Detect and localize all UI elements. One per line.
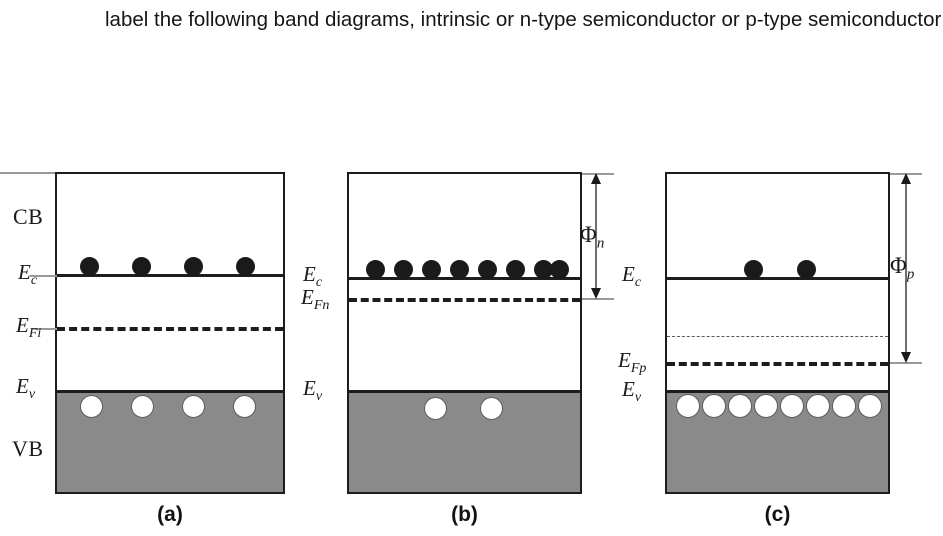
panel-b-valence-band-fill	[349, 391, 580, 492]
panel-c-efp-subscript: Fp	[630, 361, 647, 377]
electron-dot	[797, 260, 816, 279]
hole-circle	[702, 394, 726, 418]
panel-a-cb-label: CB	[13, 204, 44, 229]
hole-circle	[806, 394, 830, 418]
hole-circle	[233, 395, 256, 418]
hole-circle	[131, 395, 154, 418]
panel-a-ec-label: Ec	[18, 260, 37, 289]
panel-c-ec-symbol: E	[622, 262, 635, 286]
hole-circle	[480, 397, 503, 420]
panel-b-ev-symbol: E	[303, 376, 316, 400]
panel-a-efi-level-line	[57, 327, 283, 331]
electron-dot	[534, 260, 553, 279]
panel-b-phi-subscript: n	[596, 235, 605, 252]
panel-a-efi-tick	[33, 328, 57, 330]
panel-a-ec-symbol: E	[18, 260, 31, 284]
panel-b-ec-subscript: c	[315, 275, 323, 291]
hole-circle	[832, 394, 856, 418]
panel-a-ev-subscript: v	[28, 387, 36, 403]
hole-circle	[182, 395, 205, 418]
panel-b-efn-label: EFn	[301, 285, 329, 314]
panel-b-caption: (b)	[451, 503, 478, 526]
panel-a-top-guide-line	[0, 172, 58, 174]
panel-a-ec-level-line	[55, 274, 285, 277]
electron-dot	[394, 260, 413, 279]
electron-dot	[132, 257, 151, 276]
panel-b-phi-bottom-guide	[582, 298, 614, 300]
panel-b-ev-level-line	[347, 390, 582, 393]
panel-c-ev-level-line	[665, 390, 890, 393]
panel-a-efi-subscript: Fi	[28, 326, 42, 342]
panel-c-phi-label: Φp	[890, 253, 914, 284]
panel-b-efn-subscript: Fn	[313, 298, 330, 314]
panel-c-efp-label: EFp	[618, 348, 646, 377]
electron-dot	[184, 257, 203, 276]
panel-b-phi-arrow	[588, 173, 604, 299]
panel-c-ev-label: Ev	[622, 377, 641, 406]
panel-a-efi-symbol: E	[16, 313, 29, 337]
panel-b-efn-symbol: E	[301, 285, 314, 309]
panel-c-intrinsic-level-line	[667, 336, 888, 337]
panel-c-efp-symbol: E	[618, 348, 631, 372]
panel-b-ec-symbol: E	[303, 262, 316, 286]
panel-a-ec-subscript: c	[30, 273, 38, 289]
panel-a-ev-level-line	[55, 390, 285, 393]
panel-c-phi-symbol: Φ	[890, 253, 907, 278]
electron-dot	[80, 257, 99, 276]
panel-a-caption: (a)	[157, 503, 183, 526]
panel-b-ec-label: Ec	[303, 262, 322, 291]
hole-circle	[754, 394, 778, 418]
panel-b-ev-subscript: v	[315, 389, 323, 405]
hole-circle	[858, 394, 882, 418]
panel-c-phi-subscript: p	[906, 266, 915, 283]
panel-c-ec-subscript: c	[634, 275, 642, 291]
panel-a-ec-tick	[30, 275, 57, 277]
electron-dot	[478, 260, 497, 279]
electron-dot	[236, 257, 255, 276]
panel-c-phi-arrow	[898, 173, 914, 363]
panel-a-ev-label: Ev	[16, 374, 35, 403]
panel-c-ec-label: Ec	[622, 262, 641, 291]
panel-a-ev-symbol: E	[16, 374, 29, 398]
panel-b-phi-label: Φn	[580, 222, 604, 253]
panel-c-caption: (c)	[764, 503, 791, 526]
panel-b-ev-label: Ev	[303, 376, 322, 405]
electron-dot	[550, 260, 569, 279]
panel-b-phi-top-guide	[582, 173, 614, 175]
electron-dot	[366, 260, 385, 279]
panel-b-phi-symbol: Φ	[580, 222, 597, 247]
panel-c-ec-level-line	[665, 277, 890, 280]
electron-dot	[422, 260, 441, 279]
panel-a-vb-label: VB	[12, 436, 44, 461]
hole-circle	[80, 395, 103, 418]
panel-c-ev-symbol: E	[622, 377, 635, 401]
panel-c-ev-subscript: v	[634, 390, 642, 406]
hole-circle	[424, 397, 447, 420]
hole-circle	[728, 394, 752, 418]
electron-dot	[506, 260, 525, 279]
question-prompt: label the following band diagrams, intri…	[105, 8, 942, 31]
panel-a-efi-label: EFi	[16, 313, 41, 342]
panel-b-efn-level-line	[349, 298, 580, 302]
panel-b-ec-level-line	[347, 277, 582, 280]
hole-circle	[780, 394, 804, 418]
electron-dot	[450, 260, 469, 279]
electron-dot	[744, 260, 763, 279]
hole-circle	[676, 394, 700, 418]
panel-c-efp-level-line	[667, 362, 888, 366]
